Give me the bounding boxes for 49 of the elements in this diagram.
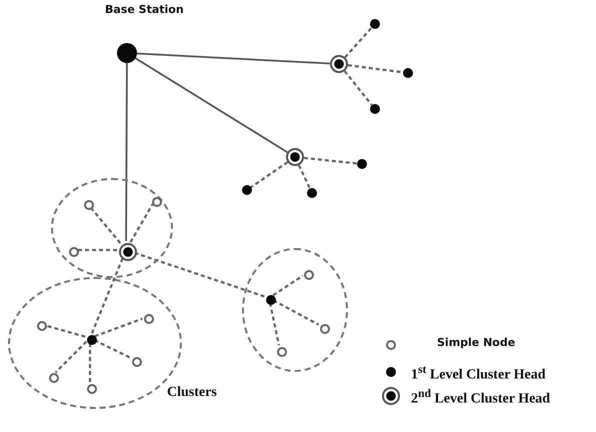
dashed-link	[77, 248, 117, 252]
cluster-label: Clusters	[167, 385, 217, 401]
cluster-head-dot	[266, 295, 276, 305]
dashed-link	[89, 206, 122, 244]
dashed-link	[250, 161, 288, 188]
dashed-link	[344, 26, 372, 58]
cluster-ellipse	[51, 178, 173, 278]
solid-link	[125, 63, 128, 241]
cluster-head-dot	[307, 188, 317, 198]
dashed-link	[298, 164, 311, 189]
dashed-link	[44, 324, 86, 338]
solid-link	[135, 58, 288, 154]
dashed-link	[130, 204, 154, 243]
node-caption: Base Station	[105, 3, 184, 16]
solid-link	[136, 52, 330, 64]
simple-node-circle	[69, 247, 79, 257]
dashed-link	[88, 343, 92, 382]
dashed-link	[272, 274, 304, 296]
cluster-head-dot	[242, 185, 252, 195]
simple-node-circle	[144, 314, 154, 324]
simple-node-circle	[37, 321, 47, 331]
legend-text: Simple Node	[437, 336, 516, 349]
cluster-head-dot	[370, 104, 380, 114]
cluster-head-dot	[87, 335, 97, 345]
simple-node-circle	[277, 347, 287, 357]
dashed-link	[54, 340, 88, 374]
ringed-cluster-head	[119, 243, 137, 261]
simple-node-circle	[84, 200, 94, 210]
simple-node-circle	[152, 197, 162, 207]
dashed-link	[304, 156, 358, 165]
simple-node-circle	[132, 357, 142, 367]
cluster-ellipse	[242, 248, 348, 372]
ringed-cluster-head	[330, 55, 348, 73]
cluster-head-dot	[370, 19, 380, 29]
legend-text: 1$^{st}$ Level Cluster Head	[411, 363, 546, 384]
simple-node-circle	[320, 324, 330, 334]
dashed-link	[348, 64, 404, 74]
ringed-cluster-head	[286, 148, 304, 166]
simple-node-circle	[304, 270, 314, 280]
dashed-link	[94, 339, 131, 359]
simple-node-circle	[87, 384, 97, 394]
dashed-link	[268, 302, 280, 346]
simple-node-circle	[49, 373, 59, 383]
legend-text: 2$^{nd}$ Level Cluster Head	[411, 387, 550, 408]
cluster-head-dot	[403, 68, 413, 78]
dashed-link	[94, 318, 143, 338]
dashed-link	[344, 70, 373, 106]
dashed-link	[90, 258, 124, 334]
cluster-head-dot	[357, 159, 367, 169]
